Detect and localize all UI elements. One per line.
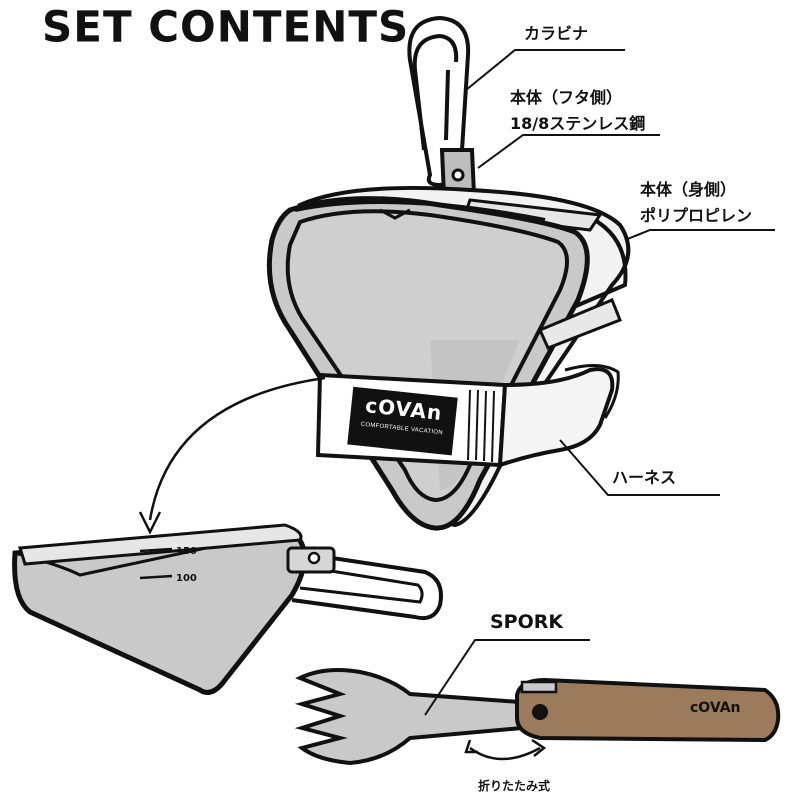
arrow-head-icon: [138, 511, 162, 535]
brand-plate-text: cOVAn COMFORTABLE VACATION: [347, 389, 457, 456]
body-label-line1: 本体（身側）: [640, 180, 737, 199]
leader-carabiner: [465, 49, 625, 91]
folding-arrowhead-right-icon: [531, 738, 547, 757]
cup-drawing: [12, 523, 443, 695]
lid-label-line2: 18/8ステンレス鋼: [510, 114, 646, 133]
handle-logo: cOVAn: [690, 700, 741, 716]
folding-label: 折りたたみ式: [478, 779, 551, 793]
measure-line-100: [139, 574, 173, 580]
spork-label: SPORK: [490, 611, 564, 633]
leader-lid: [477, 134, 660, 169]
measure-label-100: 100: [176, 573, 197, 584]
folding-arrow: [469, 746, 541, 761]
callout-lines: [424, 49, 775, 716]
carabiner-drawing: [407, 15, 471, 188]
spork-drawing: [294, 668, 781, 766]
measure-label-150: 150: [176, 546, 197, 557]
curved-arrow: [148, 376, 326, 521]
carabiner-label: カラビナ: [524, 24, 589, 43]
leader-harness: [559, 439, 720, 496]
leader-body: [624, 229, 775, 241]
measure-line-150: [139, 547, 173, 553]
tab-hole: [451, 168, 465, 182]
case-body: [266, 185, 631, 531]
leader-spork: [424, 639, 590, 716]
harness-label: ハーネス: [612, 468, 677, 487]
lid-label-line1: 本体（フタ側）: [510, 88, 623, 107]
brand-plate: [347, 386, 458, 456]
folding-arrowhead-left-icon: [464, 739, 478, 754]
handle-pivot: [532, 704, 548, 720]
body-label-line2: ポリプロピレン: [640, 206, 753, 225]
page-title: SET CONTENTS: [42, 1, 410, 52]
